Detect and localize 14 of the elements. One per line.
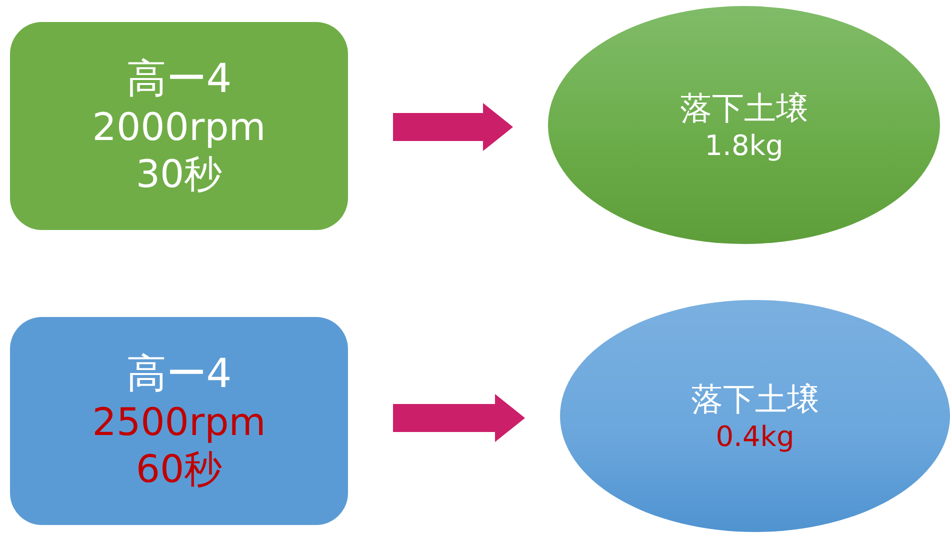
block-arrow [393,103,513,151]
node-text: 0.4kg [716,418,794,454]
node-text: 30秒 [136,151,222,198]
node-text: 1.8kg [704,128,784,162]
node-text: 高ー4 [126,350,232,398]
node-text: 落下土壌 [680,88,808,128]
rounded-box [10,22,348,230]
node-text: 高ー4 [126,54,232,104]
node-text: 2000rpm [92,104,266,150]
node-text: 2500rpm [92,398,266,446]
node-text: 落下土壌 [691,378,819,418]
block-arrow [393,394,525,442]
node-text: 60秒 [136,446,222,493]
rounded-box [10,317,348,525]
